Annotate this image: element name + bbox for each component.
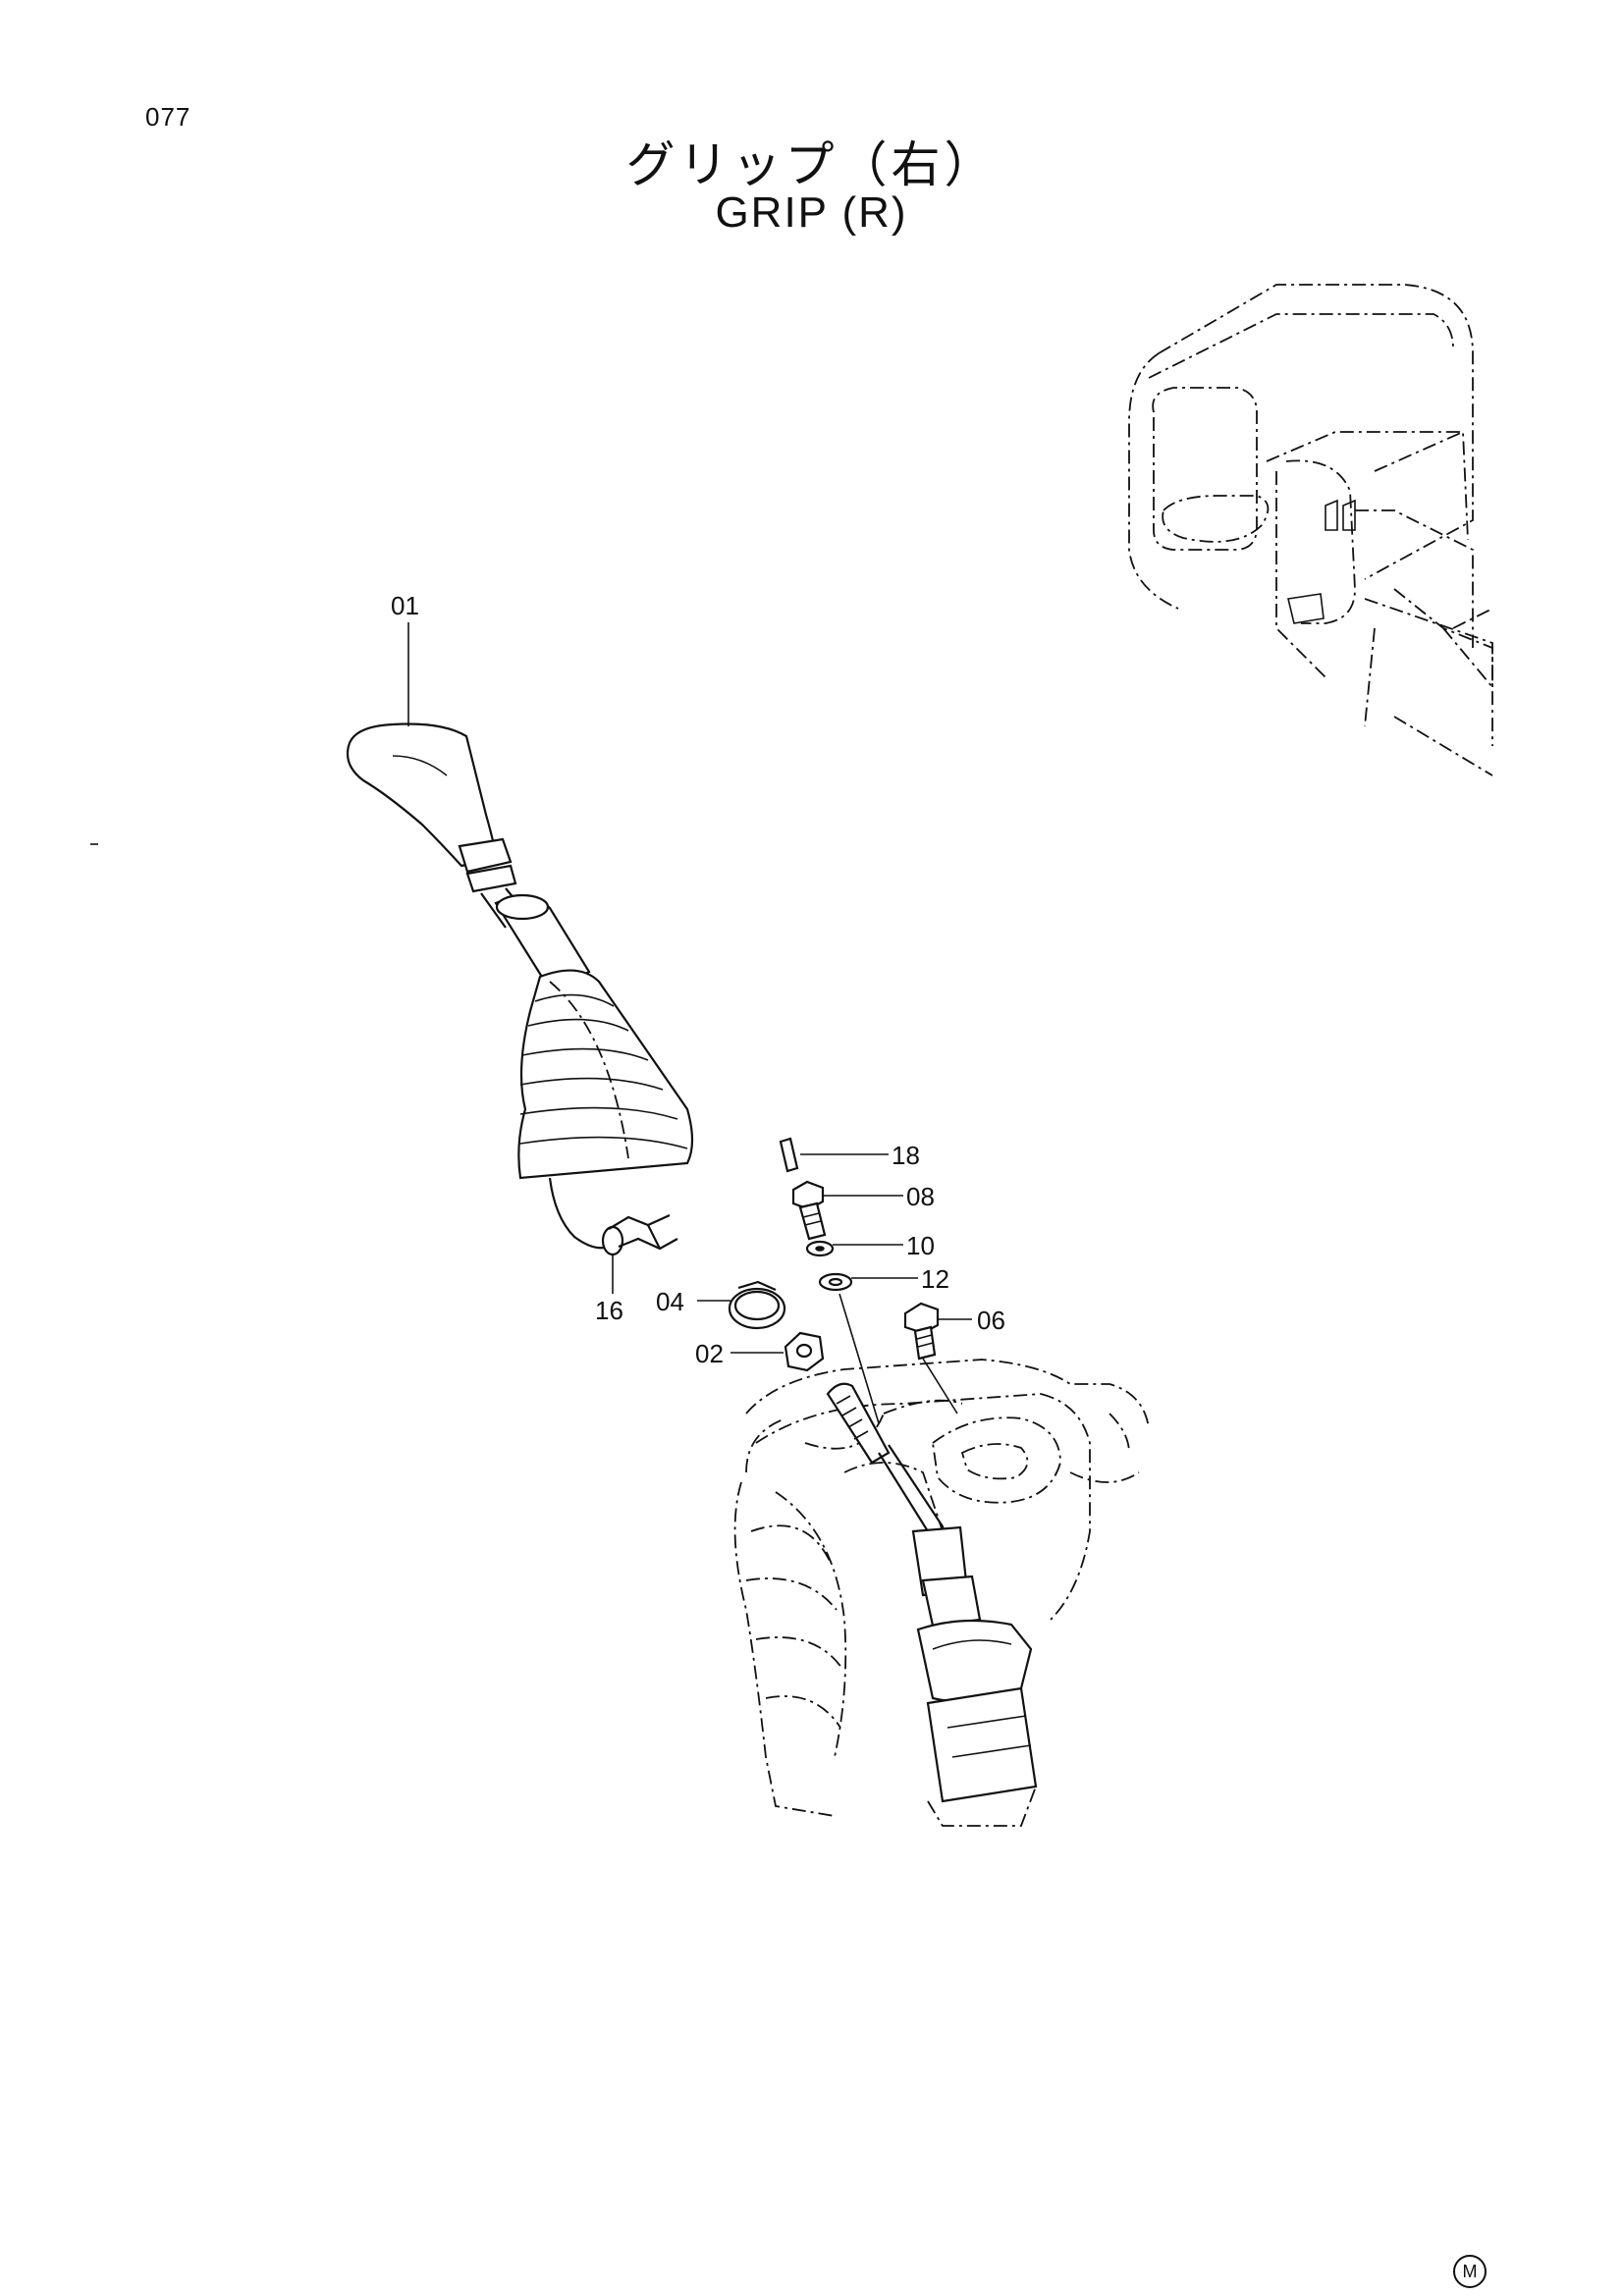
callout-16: 16 [595,1296,623,1325]
part-10-washer [805,1240,835,1257]
callout-12: 12 [921,1264,949,1294]
title-english: GRIP (R) [715,188,908,237]
callout-04: 04 [656,1287,684,1316]
callout-01: 01 [391,591,419,620]
callout-08: 08 [906,1182,935,1211]
part-12-washer [818,1272,853,1292]
control-base-assembly [733,1359,1150,1827]
part-08-bolt [791,1180,827,1241]
page-number: 077 [145,102,191,132]
leader-lines [407,622,972,1424]
callout-10: 10 [906,1231,935,1260]
callout-18: 18 [892,1141,920,1170]
callout-06: 06 [977,1306,1005,1335]
cab-location-inset [1128,284,1493,776]
callout-02: 02 [695,1339,724,1368]
callout-labels: 01 18 08 10 12 06 04 02 16 [391,591,1005,1368]
grip-lever-assembly [346,722,694,1250]
part-02-nut [784,1331,825,1372]
part-18-pin [779,1137,799,1173]
part-04-clamp [728,1280,786,1330]
manufacturer-mark-icon: M [1453,2255,1487,2288]
title-japanese: グリップ（右） [625,136,998,193]
part-06-bolt [903,1302,940,1361]
part-16-clip [601,1213,678,1256]
